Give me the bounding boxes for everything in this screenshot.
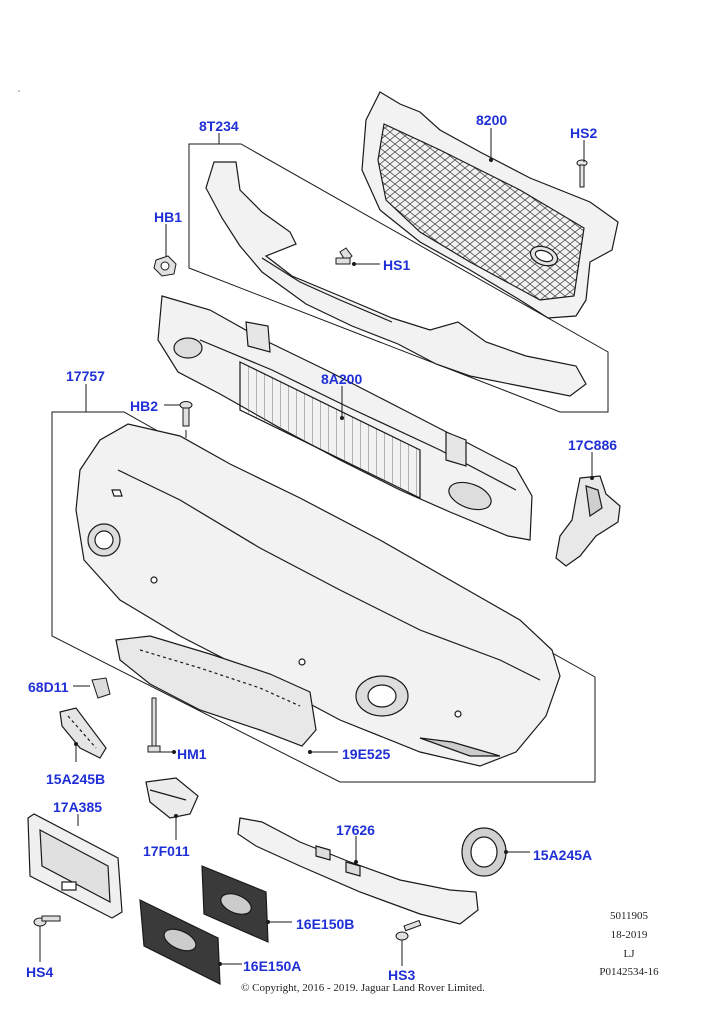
callout-15a245a: 15A245A: [533, 847, 593, 863]
callout-hb2: HB2: [130, 398, 159, 414]
callout-19e525: 19E525: [342, 746, 391, 762]
callout-hs2: HS2: [570, 125, 598, 141]
copyright-notice: © Copyright, 2016 - 2019. Jaguar Land Ro…: [241, 982, 485, 994]
callout-hs4: HS4: [26, 964, 54, 980]
screw-hs4: [33, 915, 61, 927]
callout-8200: 8200: [476, 112, 508, 128]
bumper-side-bracket: [555, 475, 621, 567]
nut-hb1: [153, 255, 177, 277]
screw-hs3: [395, 919, 422, 941]
bracket-17f011: [145, 777, 199, 819]
callout-17a385: 17A385: [53, 799, 103, 815]
group-outline-bumper: [51, 411, 596, 783]
front-bumper-cover: [75, 423, 561, 767]
callout-17c886: 17C886: [568, 437, 618, 453]
callout-8a200: 8A200: [321, 371, 363, 387]
callout-16e150a: 16E150A: [243, 958, 302, 974]
screw-hs1: [335, 247, 353, 265]
bolt-hb2: [179, 401, 193, 427]
drawing-date-code: 18-2019: [610, 929, 648, 941]
drawing-reference: P0142534-16: [599, 966, 659, 978]
grille-support-bracket: [205, 161, 587, 397]
stud-hm1: [147, 697, 161, 753]
lower-beam-17626: [237, 817, 479, 925]
bracket-15a245b: [59, 707, 107, 759]
drawing-id: 5011905: [609, 910, 649, 922]
callout-hs3: HS3: [388, 967, 416, 983]
fog-lamp-bezel: [461, 827, 507, 877]
callout-hb1: HB1: [154, 209, 183, 225]
callout-15a245b: 15A245B: [46, 771, 106, 787]
bumper-reinforcement-beam: [157, 295, 533, 541]
bumper-lower-trim: [115, 635, 317, 747]
plate-16e150a: [139, 898, 221, 985]
plate-16e150b: [201, 865, 269, 943]
screw-hs2: [576, 159, 588, 188]
callout-17757: 17757: [66, 368, 105, 384]
clip-68d11: [91, 677, 111, 699]
callout-16e150b: 16E150B: [296, 916, 355, 932]
callout-17f011: 17F011: [143, 843, 190, 859]
drawing-initials: LJ: [623, 948, 635, 960]
group-outline-upper: [188, 143, 609, 413]
callout-hs1: HS1: [383, 257, 411, 273]
callout-68d11: 68D11: [28, 679, 69, 695]
leader-lines: [39, 128, 593, 966]
callout-8t234: 8T234: [199, 118, 239, 134]
leader-dots: [74, 158, 594, 966]
callout-hm1: HM1: [177, 746, 207, 762]
license-plate-mount: [27, 813, 123, 919]
callout-17626: 17626: [336, 822, 375, 838]
radiator-grille: [361, 91, 619, 319]
